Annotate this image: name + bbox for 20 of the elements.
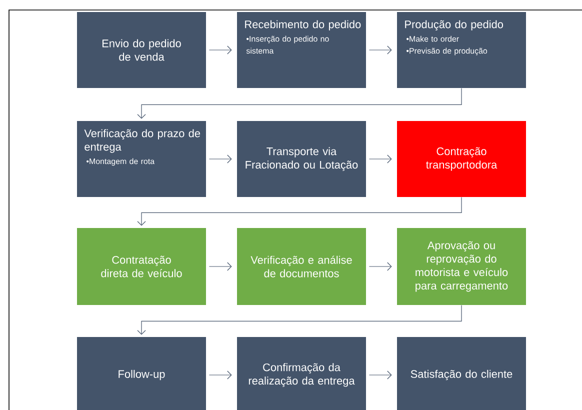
process-box: Contração transportodora bbox=[397, 121, 526, 197]
process-box: Satisfação do cliente bbox=[397, 337, 526, 410]
process-box: Follow-up bbox=[77, 337, 206, 410]
process-box: Verificação e análise de documentos bbox=[237, 228, 366, 305]
process-box: Aprovação ou reprovação do motorista e veículo para carregamento bbox=[397, 228, 526, 305]
arrow bbox=[208, 262, 232, 271]
elbow-arrow bbox=[137, 304, 462, 335]
arrow bbox=[208, 154, 232, 164]
process-box: Confirmação da realização da entrega bbox=[237, 337, 366, 410]
elbow-arrow bbox=[137, 196, 462, 226]
elbow-arrow bbox=[137, 88, 462, 119]
process-box: Envio do pedido de venda bbox=[77, 12, 206, 88]
arrow bbox=[368, 262, 392, 271]
arrow bbox=[368, 154, 392, 164]
process-box: Contratação direta de veículo bbox=[77, 228, 206, 305]
arrow bbox=[208, 370, 232, 380]
arrow bbox=[208, 46, 232, 54]
arrow bbox=[368, 370, 392, 380]
process-box: Transporte via Fracionado ou Lotação bbox=[237, 121, 366, 197]
arrow bbox=[368, 46, 392, 54]
